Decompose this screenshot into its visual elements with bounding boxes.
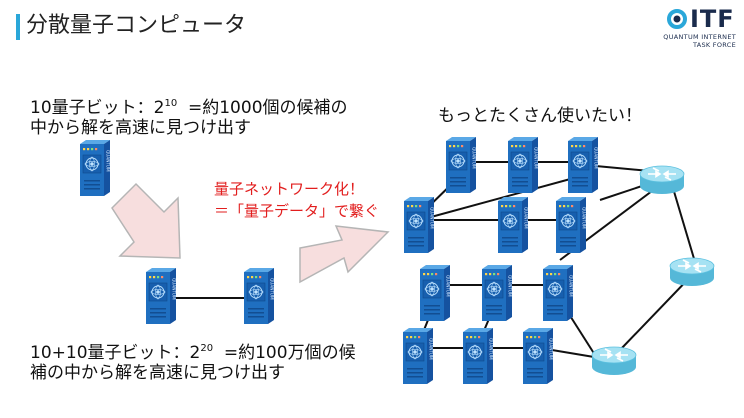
block2-line1: 10+10量子ビット：220 =約100万個の候: [30, 337, 356, 365]
logo-text: ITF: [690, 5, 735, 33]
right-caption: もっとたくさん使いたい！: [438, 106, 642, 126]
quantum-server-pair-right: [243, 267, 275, 325]
quantum-server-bottom-3: [542, 264, 574, 322]
quantum-server-top-4: [403, 196, 435, 254]
block1-line1-rest: =約1000個の候補の: [188, 98, 348, 118]
quantum-server-top-1: [445, 136, 477, 194]
block1-line1-base: 10量子ビット：2: [30, 98, 165, 118]
quantum-server-bottom-4: [402, 327, 434, 385]
quantum-server-bottom-6: [522, 327, 554, 385]
block2-line1-rest: =約100万個の候: [223, 343, 356, 363]
block2-line2: 補の中から解を高速に見つけ出す: [30, 363, 285, 383]
quantum-server-top-5: [497, 196, 529, 254]
itf-logo: ITF QUANTUM INTERNET TASK FORCE: [663, 5, 736, 50]
title-accent-bar: [16, 14, 20, 40]
block1-line2: 中から解を高速に見つけ出す: [30, 118, 251, 138]
network-note-line1: 量子ネットワーク化！: [214, 180, 365, 198]
down-right-arrow: [111, 182, 181, 259]
block2-exponent: 20: [200, 343, 214, 354]
quantum-server-top-3: [567, 136, 599, 194]
logo-subtitle-1: QUANTUM INTERNET: [663, 33, 736, 41]
router-icon-middle: [669, 257, 715, 287]
block1-exponent: 10: [164, 98, 178, 109]
quantum-server-single: [79, 139, 111, 197]
router-icon-bottom: [591, 346, 637, 376]
quantum-server-bottom-2: [481, 264, 513, 322]
quantum-server-pair-left: [145, 267, 177, 325]
up-right-arrow: [299, 225, 390, 284]
block1-line1: 10量子ビット：210 =約1000個の候補の: [30, 92, 348, 120]
block2-line1-base: 10+10量子ビット：2: [30, 343, 201, 363]
network-note-line2: ＝「量子データ」で繋ぐ: [214, 202, 380, 220]
quantum-server-top-2: [507, 136, 539, 194]
quantum-server-bottom-1: [419, 264, 451, 322]
logo-ring-icon: [667, 9, 687, 29]
page-title: 分散量子コンピュータ: [26, 13, 247, 38]
router-icon-top: [639, 165, 685, 195]
quantum-server-top-6: [555, 196, 587, 254]
quantum-server-bottom-5: [462, 327, 494, 385]
logo-subtitle-2: TASK FORCE: [692, 41, 736, 49]
